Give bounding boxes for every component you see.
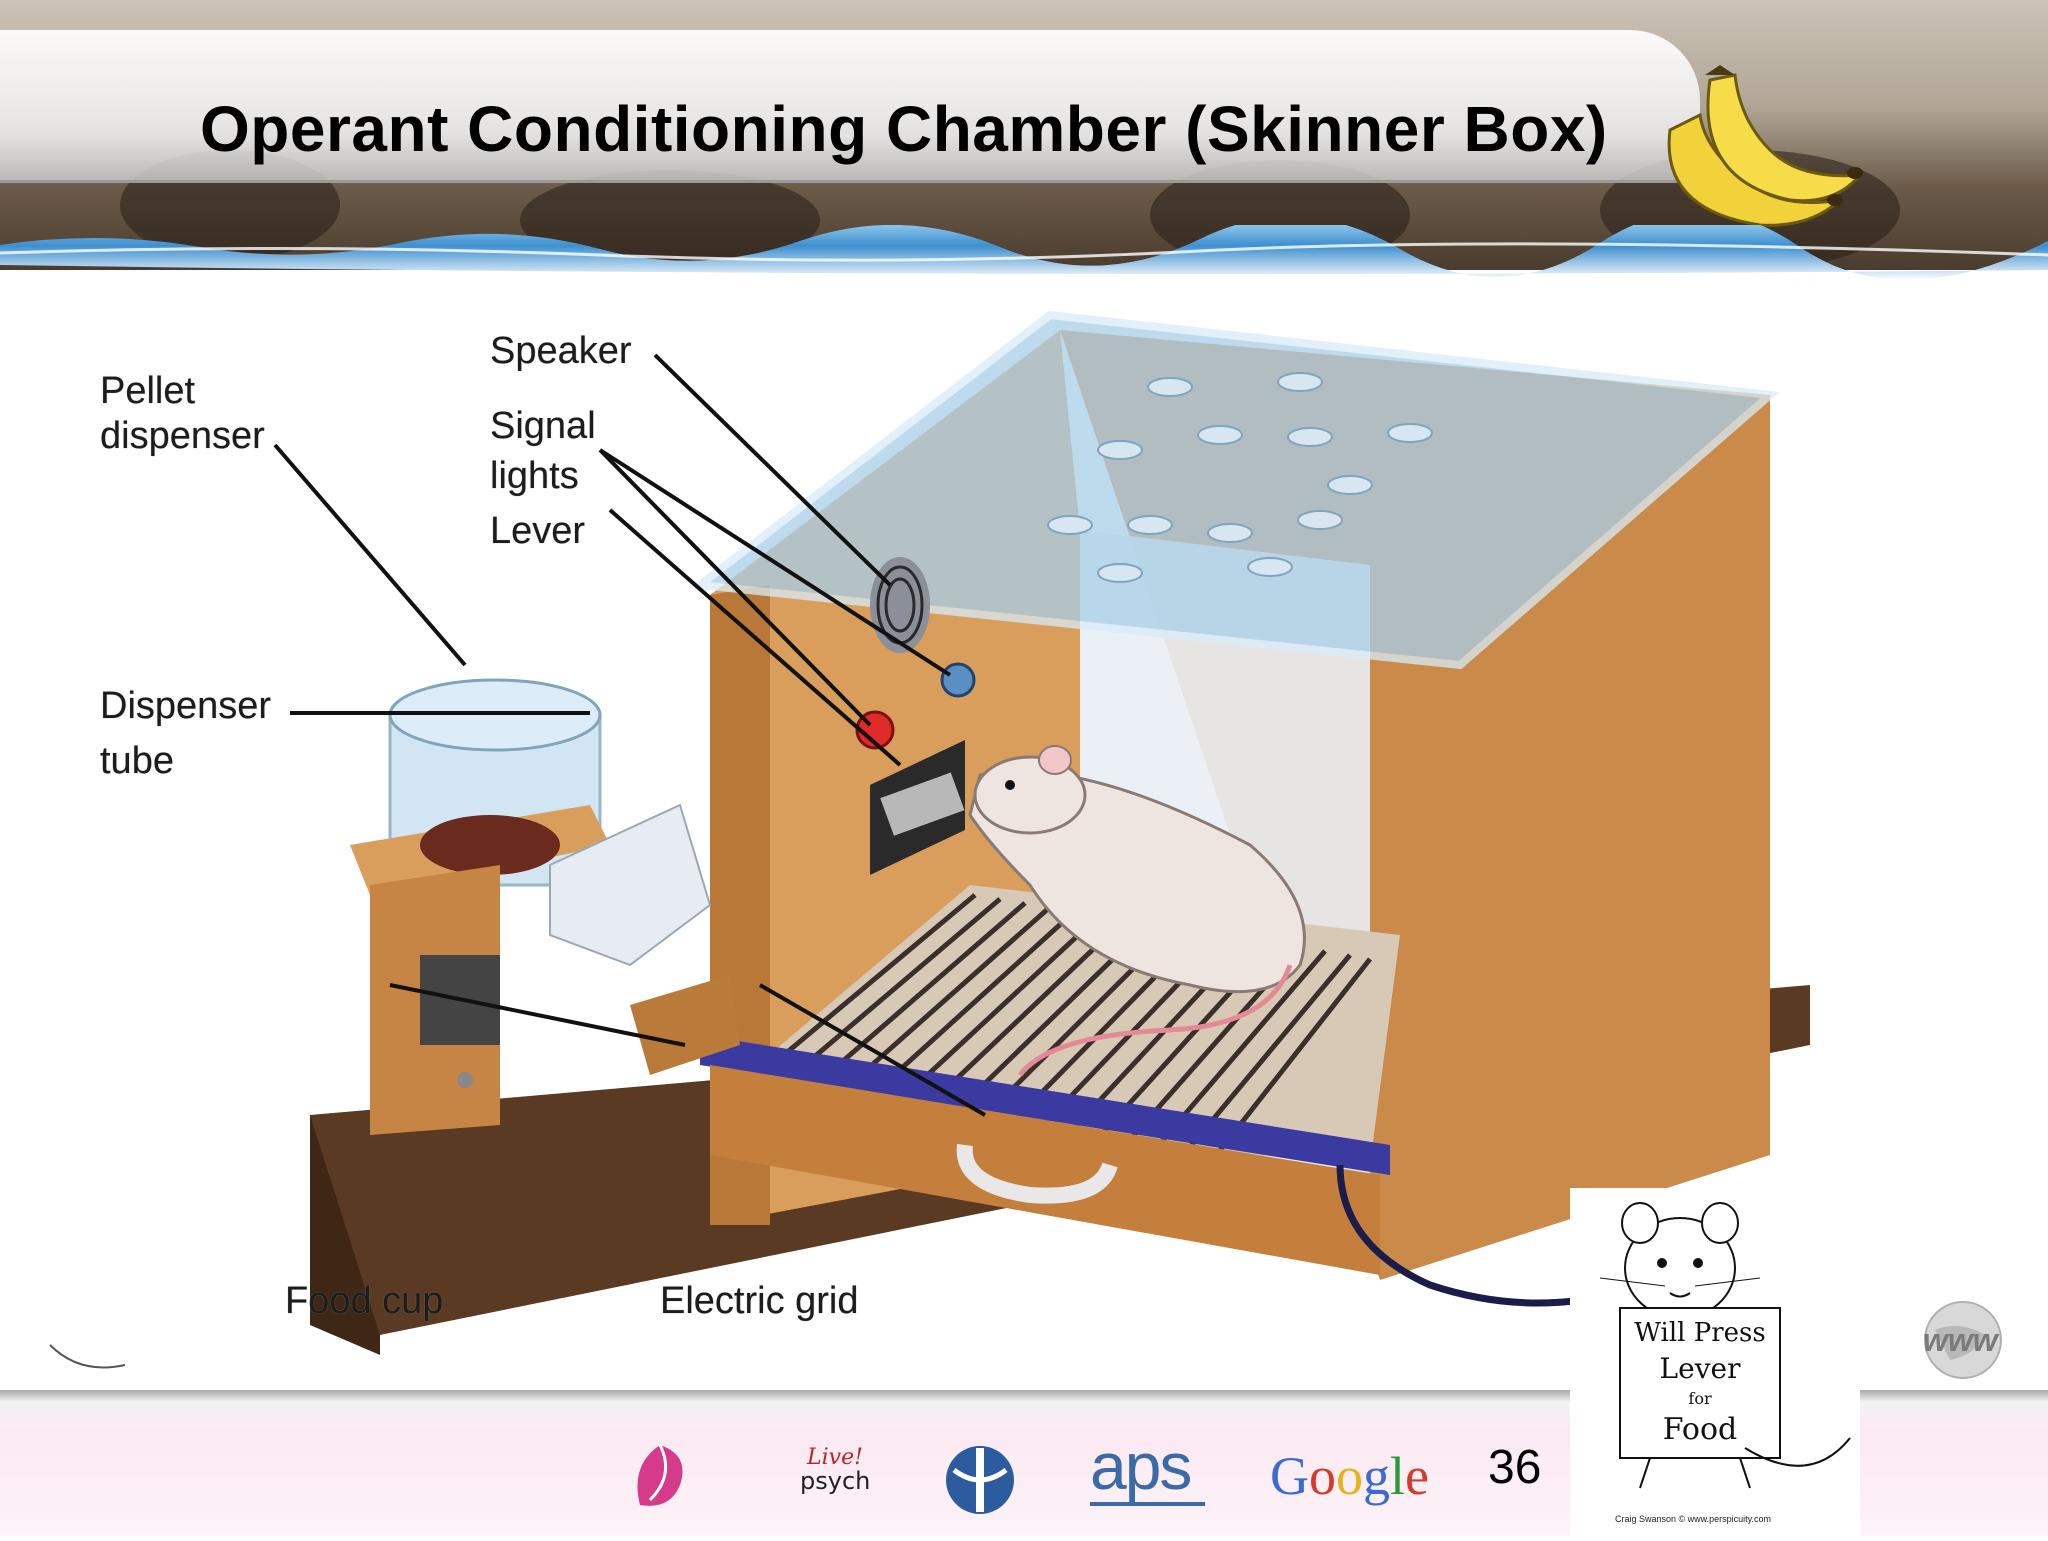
www-globe-icon[interactable]: www xyxy=(1905,1300,2015,1380)
label-dispenser-tube-2: tube xyxy=(100,740,174,782)
signal-light-blue xyxy=(940,662,976,698)
leader-lines xyxy=(273,353,987,1117)
label-lever: Lever xyxy=(490,510,586,552)
water-wave-divider xyxy=(0,225,2048,281)
label-signal-lights-2: lights xyxy=(490,455,579,497)
label-electric-grid: Electric grid xyxy=(660,1280,859,1322)
title-bar xyxy=(0,30,1700,183)
drawer xyxy=(710,1065,1380,1275)
cartoon-credit: Craig Swanson © www.perspicuity.com xyxy=(1615,1514,1772,1524)
will-press-lever-cartoon: Will Press Lever for Food Craig Swanson … xyxy=(1570,1188,1860,1536)
skinner-box-illustration xyxy=(273,310,1810,1355)
sign-line-3: for xyxy=(1688,1389,1712,1408)
slide-number: 36 xyxy=(1488,1441,1542,1494)
page-title: Operant Conditioning Chamber (Skinner Bo… xyxy=(200,93,1608,165)
label-pellet-dispenser-1: Pellet xyxy=(100,370,196,412)
sign-line-2: Lever xyxy=(1659,1352,1741,1385)
aps-logo[interactable]: aps xyxy=(1090,1429,1192,1503)
www-text: www xyxy=(1923,1322,1998,1358)
pink-logo-icon[interactable] xyxy=(620,1435,700,1515)
bananas-image xyxy=(1667,65,1864,227)
pellet-dispenser xyxy=(350,678,610,1135)
live-psych-logo-top: Live! xyxy=(807,1445,863,1470)
google-logo[interactable]: Google xyxy=(1270,1446,1429,1506)
live-psych-logo[interactable]: Live! psych xyxy=(800,1445,871,1495)
sign-line-4: Food xyxy=(1662,1412,1738,1447)
label-dispenser-tube-1: Dispenser xyxy=(100,685,272,727)
lever xyxy=(870,740,965,875)
rat xyxy=(968,745,1306,1077)
aps-underline xyxy=(1090,1502,1205,1506)
speaker-grille xyxy=(870,557,930,653)
drawer-handle xyxy=(956,1144,1118,1204)
skinner-box-diagram: Pellet dispenser Speaker Signal lights L… xyxy=(70,285,1850,1365)
cartoon-rat-drawing xyxy=(1599,1202,1851,1489)
label-food-cup: Food cup xyxy=(285,1280,444,1322)
sign-line-1: Will Press xyxy=(1634,1318,1766,1348)
cartoon-sign: Will Press Lever for Food xyxy=(1620,1318,1780,1447)
power-cable xyxy=(1336,1164,1611,1307)
live-psych-logo-bottom: psych xyxy=(800,1467,871,1495)
food-cup xyxy=(630,975,740,1075)
corner-swoosh xyxy=(49,1344,126,1369)
label-pellet-dispenser-2: dispenser xyxy=(100,415,265,457)
apa-logo-icon[interactable] xyxy=(940,1440,1020,1520)
label-speaker: Speaker xyxy=(490,330,632,372)
dispenser-tube xyxy=(549,803,712,967)
grid-edge-strip xyxy=(700,1035,1390,1175)
transparent-lid xyxy=(689,310,1780,670)
label-signal-lights-1: Signal xyxy=(490,405,596,447)
